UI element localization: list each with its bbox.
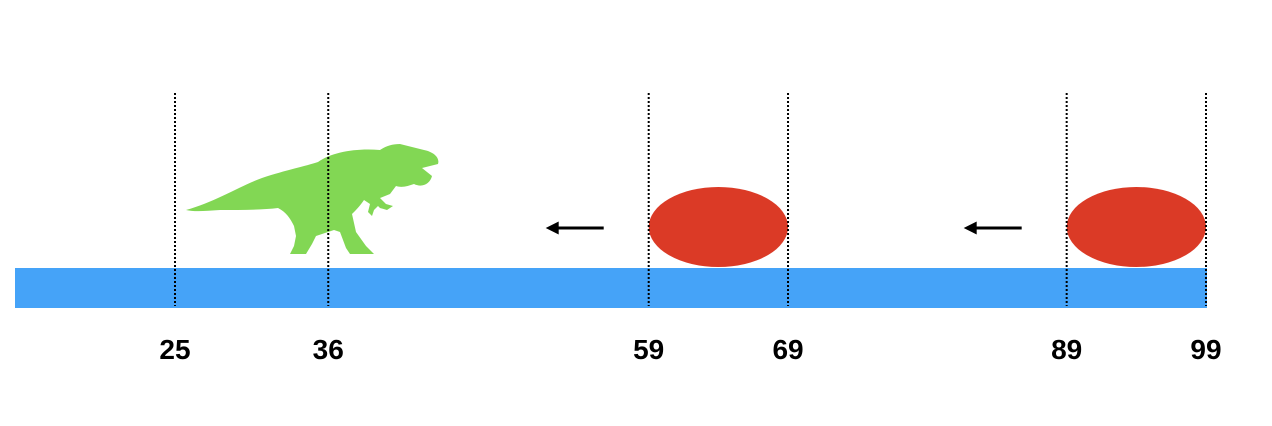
obstacle-group (648, 187, 1207, 267)
red-circle-icon (1066, 187, 1207, 267)
arrow-group (545, 221, 1022, 235)
tick-label-25: 25 (159, 334, 190, 365)
t-rex-icon (186, 144, 439, 254)
tick-label-69: 69 (772, 334, 803, 365)
tick-label-89: 89 (1051, 334, 1082, 365)
red-circle-icon (648, 187, 789, 267)
tick-label-36: 36 (313, 334, 344, 365)
left-arrow-icon (545, 221, 604, 235)
left-arrow-icon (963, 221, 1022, 235)
ground-bar (15, 268, 1207, 308)
tick-labels: 25 36 59 69 89 99 (159, 334, 1221, 365)
tick-label-59: 59 (633, 334, 664, 365)
guide-lines (174, 93, 1207, 306)
tick-label-99: 99 (1190, 334, 1221, 365)
